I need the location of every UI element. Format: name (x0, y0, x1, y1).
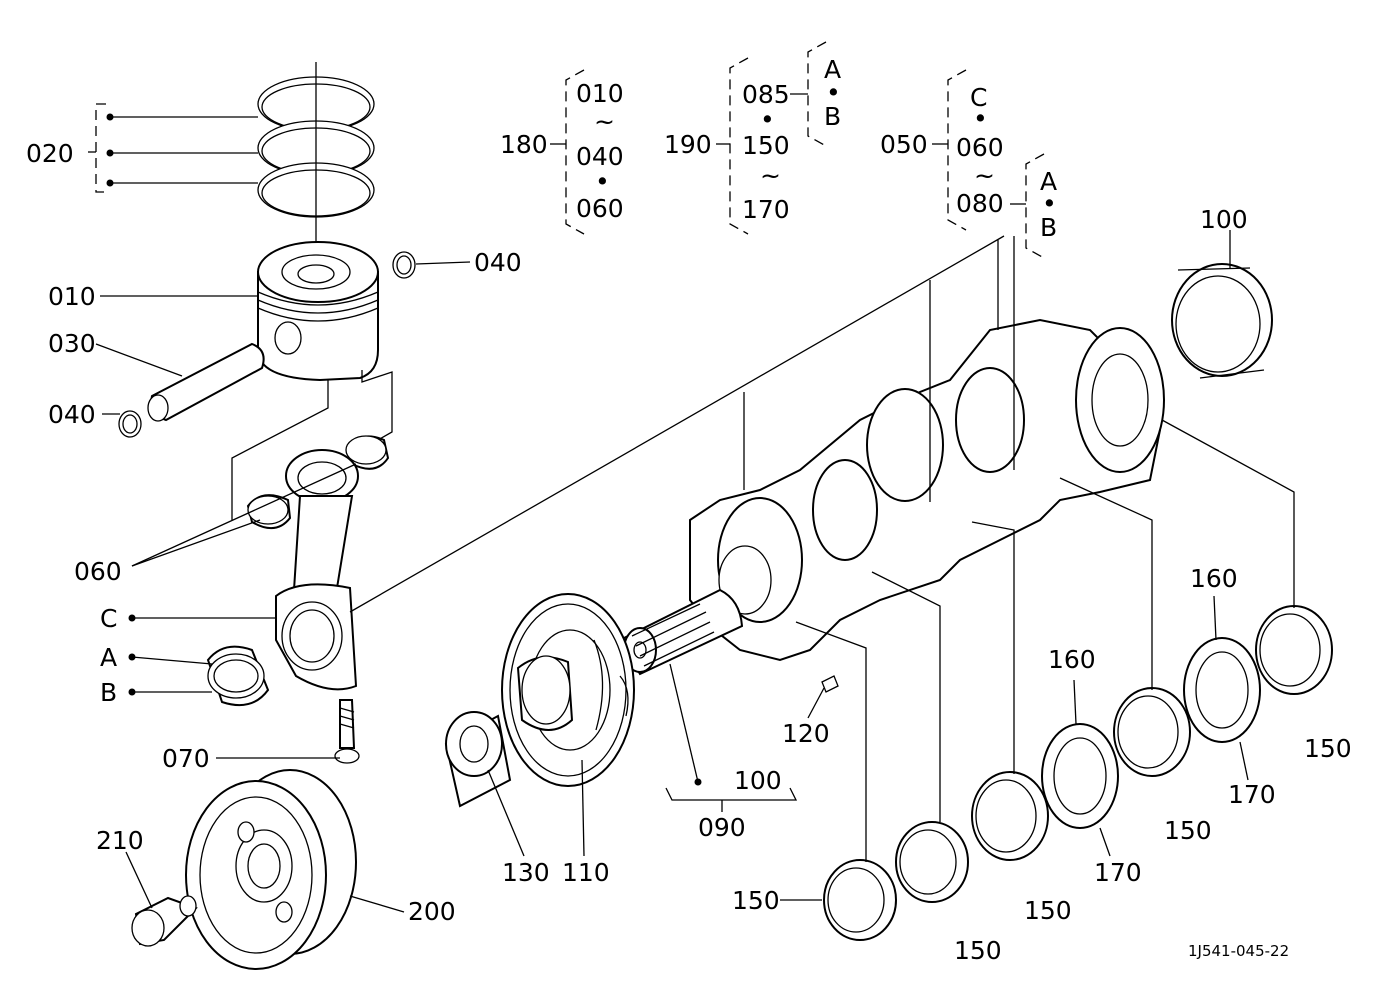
group-brackets (550, 41, 1045, 259)
group-190-sub-2: • (826, 78, 841, 107)
group-190-item-5: 170 (742, 195, 790, 224)
piston-pin-clip-lower (118, 410, 142, 438)
group-190-sub-3: B (824, 102, 841, 131)
group-180-item-2: ~ (594, 107, 615, 136)
group-050: 050 C • 060 ~ 080 A • B (880, 83, 1057, 242)
group-190-item-4: ~ (760, 161, 781, 190)
label-210: 210 (96, 826, 144, 855)
group-190-item-3: 150 (742, 131, 790, 160)
crankshaft (618, 318, 1165, 676)
group-050-sub-2: • (1042, 189, 1057, 218)
label-200: 200 (408, 897, 456, 926)
label-150-5: 150 (1304, 734, 1352, 763)
thrust-washers (1041, 637, 1261, 829)
label-170-2: 170 (1228, 780, 1276, 809)
label-040-upper: 040 (474, 248, 522, 277)
label-020: 020 (26, 139, 74, 168)
label-100-shaft: 100 (734, 766, 782, 795)
group-180-item-3: 040 (576, 142, 624, 171)
label-150-4: 150 (1164, 816, 1212, 845)
label-030: 030 (48, 329, 96, 358)
label-040-lower: 040 (48, 400, 96, 429)
label-160-2: 160 (1190, 564, 1238, 593)
group-050-label: 050 (880, 130, 928, 159)
label-010: 010 (48, 282, 96, 311)
label-100-bearing: 100 (1200, 205, 1248, 234)
label-c: C (100, 604, 117, 633)
label-150-1: 150 (732, 886, 780, 915)
crankshaft-gear (501, 593, 635, 787)
group-190-label: 190 (664, 130, 712, 159)
label-090: 090 (698, 813, 746, 842)
spline-gear (444, 711, 512, 808)
crankshaft-pulley (185, 769, 357, 970)
label-b: B (100, 678, 117, 707)
group-190-item-1: 085 (742, 80, 790, 109)
main-bearings (823, 605, 1333, 941)
group-050-item-5: 080 (956, 189, 1004, 218)
group-050-item-1: C (970, 83, 987, 112)
group-180: 180 010 ~ 040 • 060 (500, 79, 624, 223)
connecting-rod (275, 449, 359, 691)
group-050-item-3: 060 (956, 133, 1004, 162)
label-110: 110 (562, 858, 610, 887)
crankshaft-key (821, 675, 839, 693)
group-190-sub-1: A (824, 55, 841, 84)
label-170-1: 170 (1094, 858, 1142, 887)
label-060: 060 (74, 557, 122, 586)
piston-rings (257, 62, 375, 260)
label-150-2: 150 (954, 936, 1002, 965)
connecting-rod-bolt (334, 699, 360, 764)
label-120: 120 (782, 719, 830, 748)
part-labels: 020 010 030 040 040 060 C A B 070 210 20… (26, 139, 1352, 965)
group-050-item-2: • (973, 104, 988, 133)
group-180-item-1: 010 (576, 79, 624, 108)
group-050-sub-3: B (1040, 213, 1057, 242)
big-end-bearings (206, 645, 270, 706)
group-190-item-2: • (760, 105, 775, 134)
label-070: 070 (162, 744, 210, 773)
group-050-item-4: ~ (974, 161, 995, 190)
piston (257, 241, 379, 382)
main-bearing-rear (1171, 263, 1273, 379)
group-050-sub-1: A (1040, 167, 1057, 196)
piston-pin (147, 342, 265, 422)
label-a: A (100, 643, 117, 672)
group-180-item-4: • (595, 167, 610, 196)
group-190: 190 085 • 150 ~ 170 A • B (664, 55, 841, 224)
label-160-1: 160 (1048, 645, 1096, 674)
small-end-bushings (246, 435, 390, 529)
label-130: 130 (502, 858, 550, 887)
pulley-bolt (131, 895, 198, 947)
leader-lines (88, 103, 1295, 913)
figure-code: 1J541-045-22 (1188, 942, 1289, 960)
label-150-3: 150 (1024, 896, 1072, 925)
leader-dots (106, 113, 702, 786)
group-180-item-5: 060 (576, 194, 624, 223)
piston-pin-clip-upper (392, 251, 416, 279)
group-180-label: 180 (500, 130, 548, 159)
